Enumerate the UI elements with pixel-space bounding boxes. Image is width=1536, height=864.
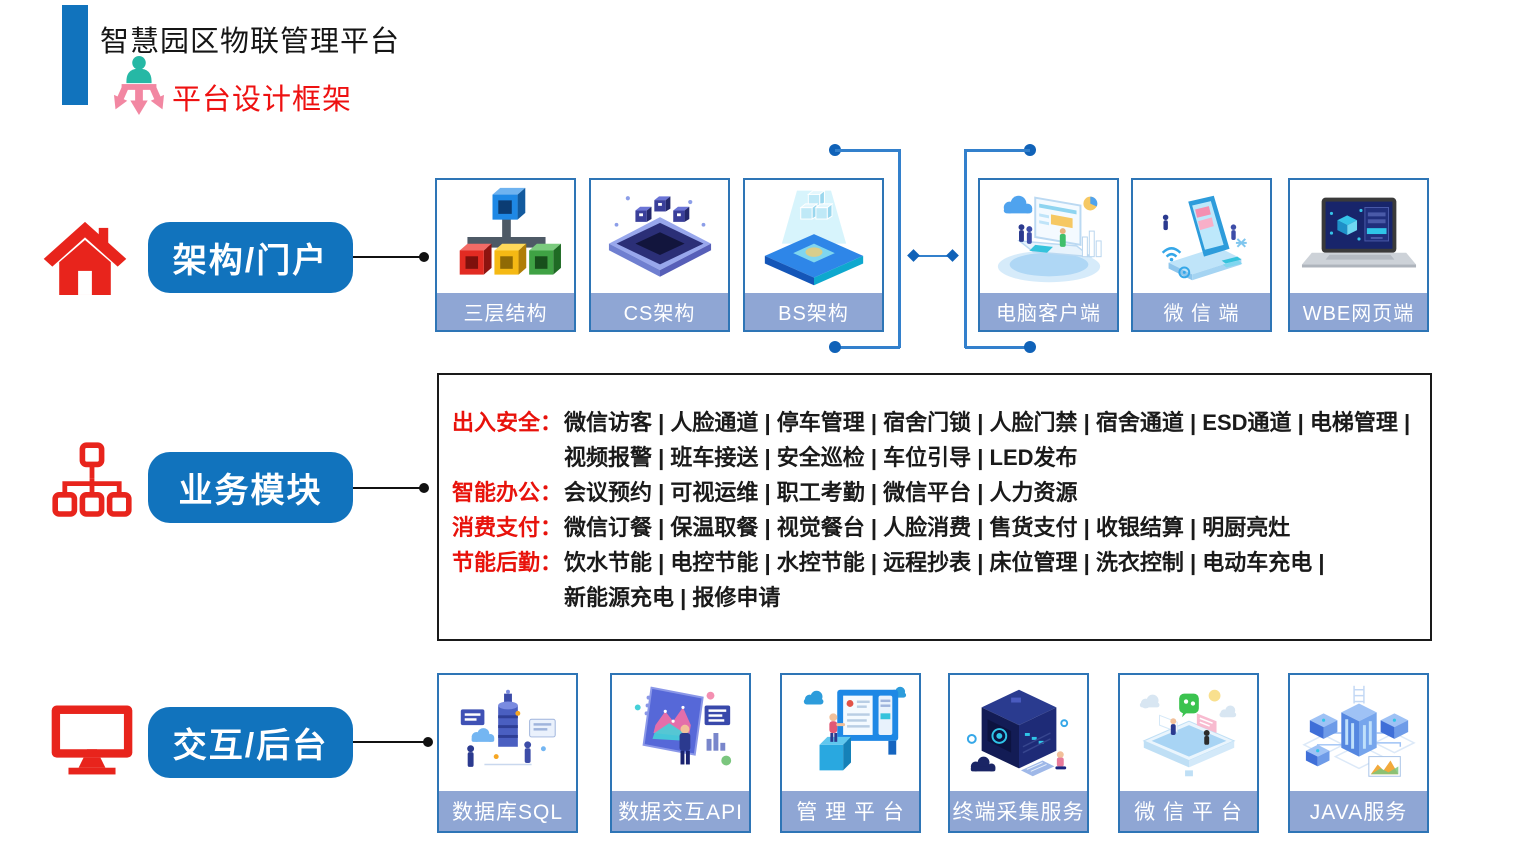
- card-label: 管 理 平 台: [782, 791, 919, 831]
- connector-dot: [419, 252, 429, 262]
- link-arrow-line: [913, 255, 952, 257]
- card-label: 数据库SQL: [439, 791, 576, 831]
- management-platform-illustration: [782, 675, 919, 791]
- connector-dot: [423, 737, 433, 747]
- connector-line: [835, 149, 900, 152]
- section-button-backend: 交互/后台: [148, 707, 353, 778]
- connector-line: [353, 256, 421, 258]
- sitemap-icon: [52, 442, 138, 528]
- card-bs-architecture: BS架构: [743, 178, 884, 332]
- card-cs-architecture: CS架构: [589, 178, 730, 332]
- three-tier-structure-illustration: [437, 180, 574, 293]
- card-label: 电脑客户端: [980, 293, 1117, 330]
- card-database-sql: 数据库SQL: [437, 673, 578, 833]
- web-client-illustration: [1290, 180, 1427, 293]
- module-category: 节能后勤：: [452, 550, 563, 575]
- card-label: CS架构: [591, 293, 728, 330]
- card-label: 微 信 端: [1133, 293, 1270, 330]
- section-button-architecture: 架构/门户: [148, 222, 353, 293]
- module-items: 微信订餐 | 保温取餐 | 视觉餐台 | 人脸消费 | 售货支付 | 收银结算 …: [564, 515, 1291, 540]
- card-label: BS架构: [745, 293, 882, 330]
- business-modules-box: 出入安全：微信访客 | 人脸通道 | 停车管理 | 宿舍门锁 | 人脸门禁 | …: [437, 373, 1432, 641]
- module-items: 视频报警 | 班车接送 | 安全巡检 | 车位引导 | LED发布: [564, 445, 1078, 470]
- wechat-platform-illustration: [1120, 675, 1257, 791]
- module-items: 会议预约 | 可视运维 | 职工考勤 | 微信平台 | 人力资源: [564, 480, 1078, 505]
- connector-line: [835, 346, 900, 349]
- cs-architecture-illustration: [591, 180, 728, 293]
- module-line: 消费支付：微信订餐 | 保温取餐 | 视觉餐台 | 人脸消费 | 售货支付 | …: [452, 510, 1430, 545]
- connector-line: [965, 346, 1030, 349]
- wechat-client-illustration: [1133, 180, 1270, 293]
- connector-node-dot: [1024, 144, 1036, 156]
- connector-line: [353, 487, 421, 489]
- section-subtitle: 平台设计框架: [172, 84, 353, 116]
- module-items: 微信访客 | 人脸通道 | 停车管理 | 宿舍门锁 | 人脸门禁 | 宿舍通道 …: [564, 410, 1411, 435]
- card-label: 终端采集服务: [950, 791, 1087, 831]
- card-terminal-collection: 终端采集服务: [948, 673, 1089, 833]
- card-java-service: JAVA服务: [1288, 673, 1429, 833]
- module-line: 节能后勤：饮水节能 | 电控节能 | 水控节能 | 远程抄表 | 床位管理 | …: [452, 545, 1430, 580]
- home-icon: [42, 218, 128, 304]
- module-line: 智能办公：会议预约 | 可视运维 | 职工考勤 | 微信平台 | 人力资源: [452, 475, 1430, 510]
- card-web-client: WBE网页端: [1288, 178, 1429, 332]
- card-pc-client: 电脑客户端: [978, 178, 1119, 332]
- module-category: 消费支付：: [452, 515, 563, 540]
- connector-line: [898, 149, 901, 348]
- connector-line: [965, 149, 1030, 152]
- connector-node-dot: [1024, 341, 1036, 353]
- terminal-collection-illustration: [950, 675, 1087, 791]
- card-label: 微 信 平 台: [1120, 791, 1257, 831]
- card-wechat-client: 微 信 端: [1131, 178, 1272, 332]
- bs-architecture-illustration: [745, 180, 882, 293]
- card-wechat-platform: 微 信 平 台: [1118, 673, 1259, 833]
- data-api-illustration: [612, 675, 749, 791]
- card-label: JAVA服务: [1290, 791, 1427, 831]
- module-category: 出入安全：: [452, 410, 563, 435]
- connector-line: [353, 741, 425, 743]
- module-items: 新能源充电 | 报修申请: [564, 585, 781, 610]
- card-label: WBE网页端: [1290, 293, 1427, 330]
- page-title: 智慧园区物联管理平台: [100, 26, 401, 58]
- module-line: 新能源充电 | 报修申请: [452, 580, 1430, 615]
- card-label: 三层结构: [437, 293, 574, 330]
- link-arrow-diamond: [907, 249, 920, 262]
- connector-line: [964, 149, 967, 348]
- link-arrow-diamond: [946, 249, 959, 262]
- monitor-icon: [50, 700, 136, 786]
- connector-dot: [419, 483, 429, 493]
- pc-client-illustration: [980, 180, 1117, 293]
- module-line: 出入安全：微信访客 | 人脸通道 | 停车管理 | 宿舍门锁 | 人脸门禁 | …: [452, 405, 1430, 440]
- framework-branch-icon: [110, 54, 168, 118]
- card-label: 数据交互API: [612, 791, 749, 831]
- section-button-business: 业务模块: [148, 452, 353, 523]
- java-service-illustration: [1290, 675, 1427, 791]
- database-sql-illustration: [439, 675, 576, 791]
- module-line: 视频报警 | 班车接送 | 安全巡检 | 车位引导 | LED发布: [452, 440, 1430, 475]
- card-data-api: 数据交互API: [610, 673, 751, 833]
- connector-node-dot: [829, 341, 841, 353]
- module-category: 智能办公：: [452, 480, 563, 505]
- card-three-tier-structure: 三层结构: [435, 178, 576, 332]
- header-accent-bar: [62, 5, 88, 105]
- card-management-platform: 管 理 平 台: [780, 673, 921, 833]
- module-items: 饮水节能 | 电控节能 | 水控节能 | 远程抄表 | 床位管理 | 洗衣控制 …: [564, 550, 1325, 575]
